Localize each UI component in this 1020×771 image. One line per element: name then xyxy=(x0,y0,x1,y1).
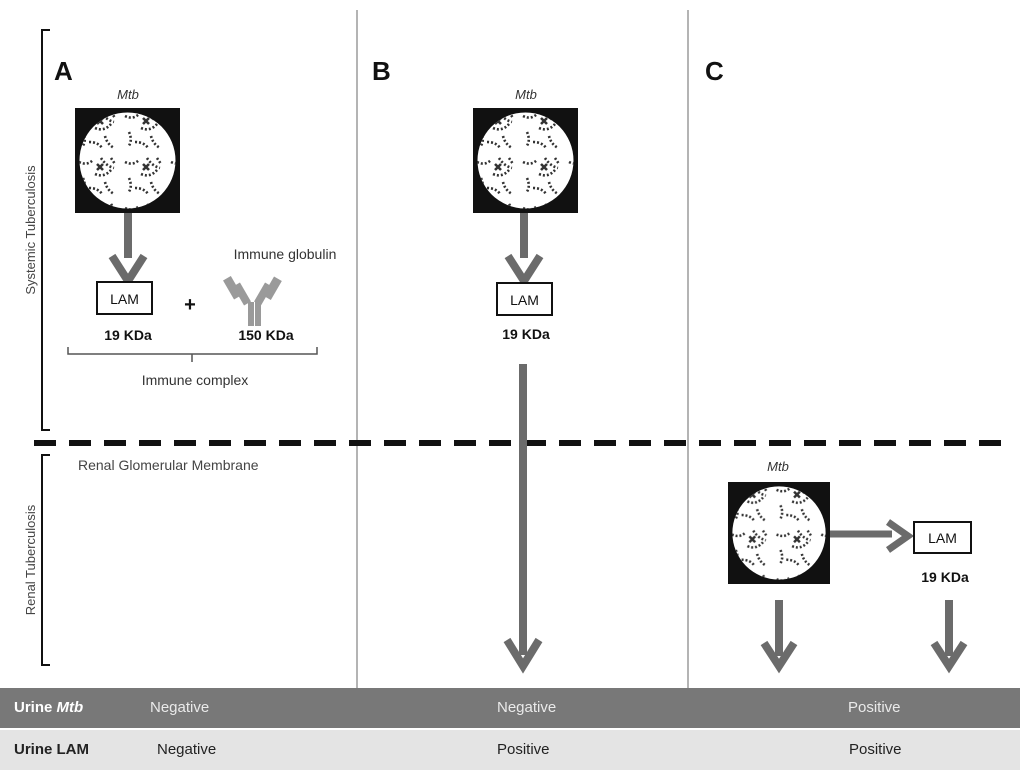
urine-mtb-label: Urine Mtb xyxy=(14,699,84,716)
immune-complex-label: Immune complex xyxy=(142,372,249,388)
urine-mtb-b: Negative xyxy=(497,699,557,716)
lam-box-b xyxy=(496,282,553,316)
panel-letter-c: C xyxy=(705,56,724,86)
immunoglobulin-label: Immune globulin xyxy=(234,246,337,262)
lam-label-c: LAM xyxy=(928,530,957,546)
urine-mtb-row: Urine Mtb Negative Negative Positive xyxy=(0,688,1020,728)
mtb-bacteria-icon-b xyxy=(473,108,578,213)
urine-lam-b: Positive xyxy=(497,741,550,758)
mtb-label-b: Mtb xyxy=(515,87,537,102)
urine-mtb-a: Negative xyxy=(150,699,210,716)
mtb-label-c: Mtb xyxy=(767,459,789,474)
mtb-bacteria-icon-a xyxy=(75,108,180,213)
renal-bracket xyxy=(41,454,50,666)
panel-letter-a: A xyxy=(54,56,73,86)
urine-mtb-c: Positive xyxy=(848,699,901,716)
immune-complex-bracket xyxy=(67,347,318,362)
mtb-label-a: Mtb xyxy=(117,87,139,102)
diagram-canvas: Systemic Tuberculosis Renal Tuberculosis… xyxy=(23,10,1010,688)
lam-label-a: LAM xyxy=(110,291,139,307)
urine-lam-c: Positive xyxy=(849,741,902,758)
lam-weight-b: 19 KDa xyxy=(502,326,550,342)
lam-box-a xyxy=(96,281,153,315)
renal-label: Renal Tuberculosis xyxy=(23,504,38,615)
urine-lam-a: Negative xyxy=(157,741,217,758)
lam-box-c xyxy=(913,521,972,554)
lam-weight-a: 19 KDa xyxy=(104,327,152,343)
lam-label-b: LAM xyxy=(510,292,539,308)
ig-weight: 150 KDa xyxy=(238,327,293,343)
mtb-bacteria-icon-c xyxy=(728,482,830,584)
plus-sign: + xyxy=(184,294,196,316)
lam-weight-c: 19 KDa xyxy=(921,569,969,585)
urine-lam-label: Urine LAM xyxy=(14,741,89,758)
urine-lam-row: Urine LAM Negative Positive Positive xyxy=(0,730,1020,770)
systemic-bracket xyxy=(41,29,50,431)
panel-letter-b: B xyxy=(372,56,391,86)
membrane-label: Renal Glomerular Membrane xyxy=(78,457,259,473)
systemic-label: Systemic Tuberculosis xyxy=(23,165,38,295)
antibody-icon xyxy=(223,275,282,326)
